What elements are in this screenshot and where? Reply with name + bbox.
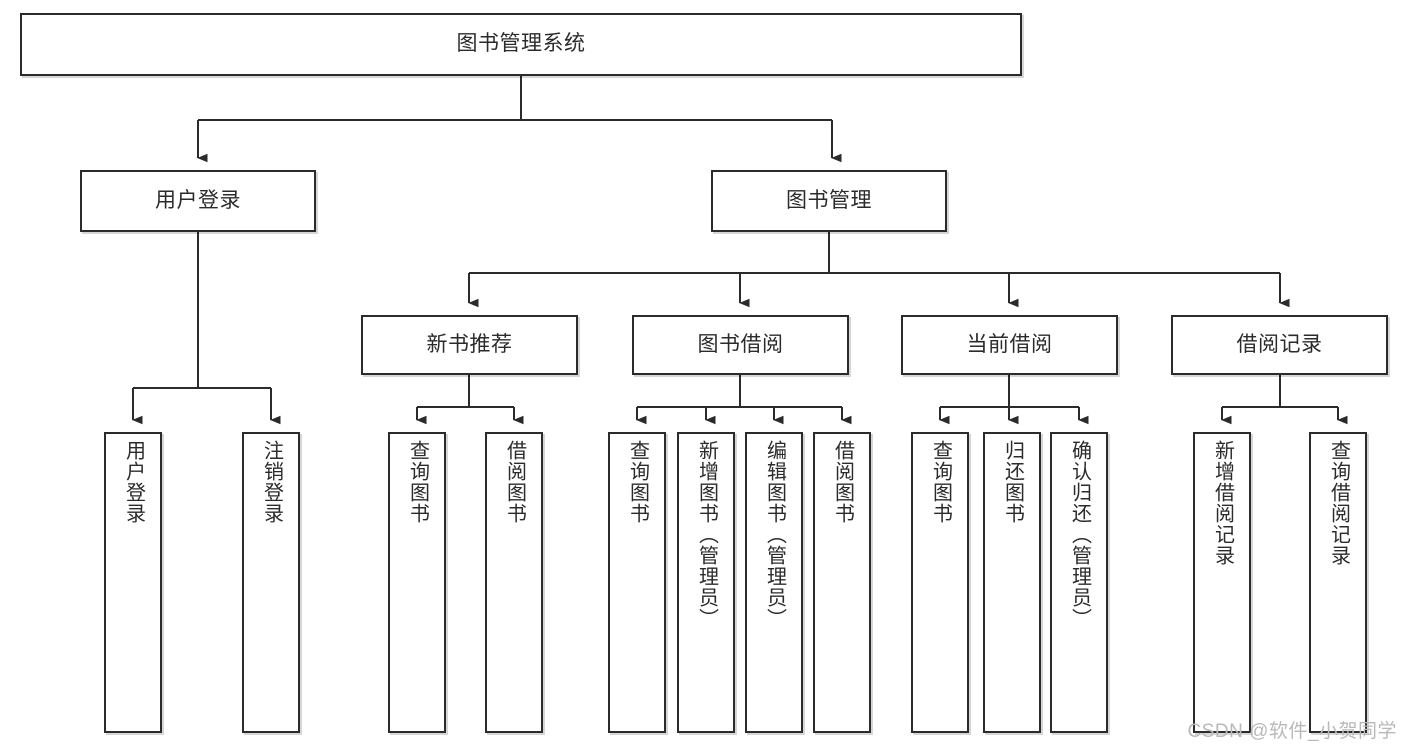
node-label: 查询图书 [626,440,649,524]
leaf-record-query-record[interactable]: 查询借阅记录 [1309,432,1367,733]
leaf-borrow-edit-book-admin[interactable]: 编辑图书（管理员） [745,432,803,733]
leaf-borrow-borrow-book[interactable]: 借阅图书 [813,432,871,733]
leaf-user-login-login[interactable]: 用户登录 [104,432,162,733]
node-label: 查询借阅记录 [1327,440,1350,566]
leaf-user-login-logout[interactable]: 注销登录 [242,432,300,733]
leaf-current-confirm-return-admin[interactable]: 确认归还（管理员） [1050,432,1108,733]
node-user-login[interactable]: 用户登录 [80,170,316,232]
node-label: 当前借阅 [966,332,1053,356]
node-label: 新增图书（管理员） [695,440,718,629]
node-label: 用户登录 [155,188,241,212]
node-label: 借阅图书 [503,440,526,524]
node-root-system[interactable]: 图书管理系统 [20,13,1022,76]
node-label: 图书管理系统 [456,32,586,56]
node-new-book-recommend[interactable]: 新书推荐 [361,315,578,375]
leaf-recommend-borrow-book[interactable]: 借阅图书 [485,432,543,733]
node-borrow-record[interactable]: 借阅记录 [1171,315,1388,375]
node-label: 查询图书 [929,440,952,524]
node-label: 编辑图书（管理员） [763,440,786,629]
node-label: 图书借阅 [697,332,784,356]
node-label: 借阅图书 [831,440,854,524]
node-book-borrow[interactable]: 图书借阅 [632,315,849,375]
node-label: 注销登录 [260,440,283,524]
node-label: 用户登录 [122,440,145,524]
node-current-borrow[interactable]: 当前借阅 [901,315,1118,375]
node-label: 借阅记录 [1236,332,1323,356]
leaf-current-return-book[interactable]: 归还图书 [983,432,1041,733]
node-label: 新增借阅记录 [1211,440,1234,566]
leaf-borrow-add-book-admin[interactable]: 新增图书（管理员） [677,432,735,733]
node-book-management[interactable]: 图书管理 [711,170,947,232]
node-label: 查询图书 [406,440,429,524]
node-label: 确认归还（管理员） [1068,440,1091,629]
node-label: 图书管理 [786,188,872,212]
leaf-recommend-query-book[interactable]: 查询图书 [388,432,446,733]
node-label: 新书推荐 [426,332,513,356]
leaf-borrow-query-book[interactable]: 查询图书 [608,432,666,733]
leaf-record-add-record[interactable]: 新增借阅记录 [1193,432,1251,733]
leaf-current-query-book[interactable]: 查询图书 [911,432,969,733]
node-label: 归还图书 [1001,440,1024,524]
